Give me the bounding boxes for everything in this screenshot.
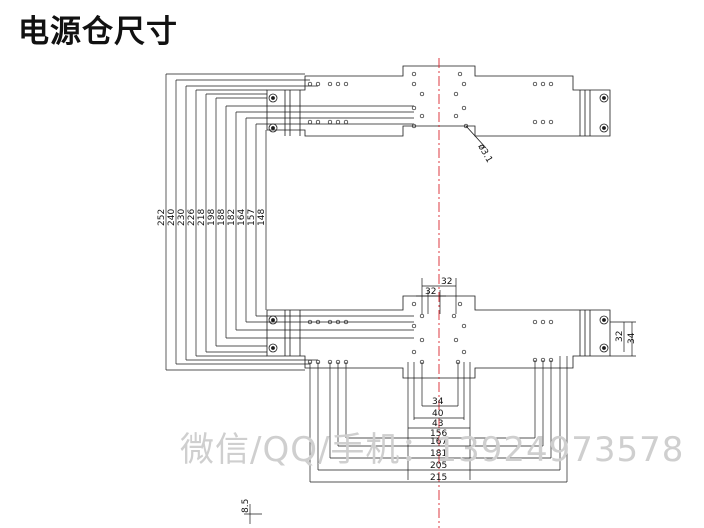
top-rail-lines <box>284 90 591 136</box>
hole-leader <box>465 125 487 149</box>
hole-callout: ø3.1 <box>475 143 494 165</box>
dim-bottom-6: 181 <box>430 449 447 459</box>
top-center-dimension-lines <box>416 278 457 314</box>
right-dimension-lines <box>610 321 636 357</box>
dim-top-center-2: 32 <box>425 287 436 297</box>
dim-bottom-left: 8.5 <box>241 499 251 513</box>
bottom-arm-small-holes <box>307 301 554 365</box>
dim-bottom-5: 167 <box>430 437 447 447</box>
mounting-holes <box>268 93 609 353</box>
top-arm-outline <box>266 65 611 137</box>
dim-left-11: 148 <box>257 209 267 226</box>
dim-bottom-2: 40 <box>432 409 444 419</box>
bottom-dimension-lines <box>309 356 568 483</box>
dim-right-1: 32 <box>615 331 625 342</box>
dim-bottom-8: 215 <box>430 473 447 483</box>
left-dimension-lines <box>165 73 414 371</box>
dim-left-1: 252 <box>157 209 167 226</box>
bottom-rail-lines <box>284 310 591 356</box>
dim-bottom-4: 156 <box>430 429 447 439</box>
dim-left-4: 226 <box>187 209 197 226</box>
dim-bottom-1: 34 <box>432 397 444 407</box>
dim-right-2: 34 <box>627 332 637 344</box>
top-arm-small-holes <box>307 71 554 129</box>
dim-top-center-1: 32 <box>441 277 452 287</box>
dim-left-2: 240 <box>167 209 177 226</box>
dim-left-5: 218 <box>197 209 207 226</box>
page-title: 电源仓尺寸 <box>18 14 178 50</box>
dim-left-9: 164 <box>237 209 247 226</box>
dim-left-6: 198 <box>207 209 217 226</box>
dim-bottom-7: 205 <box>430 461 447 471</box>
dim-left-7: 188 <box>217 209 227 226</box>
watermark: 微信/QQ/手机：13924973578 <box>180 430 685 470</box>
dim-left-8: 182 <box>227 209 237 226</box>
bottom-left-dimension <box>244 504 262 524</box>
dim-bottom-3: 43 <box>432 419 443 429</box>
dim-left-10: 157 <box>247 209 257 226</box>
dim-left-3: 230 <box>177 209 187 226</box>
bottom-arm-outline <box>266 295 611 379</box>
